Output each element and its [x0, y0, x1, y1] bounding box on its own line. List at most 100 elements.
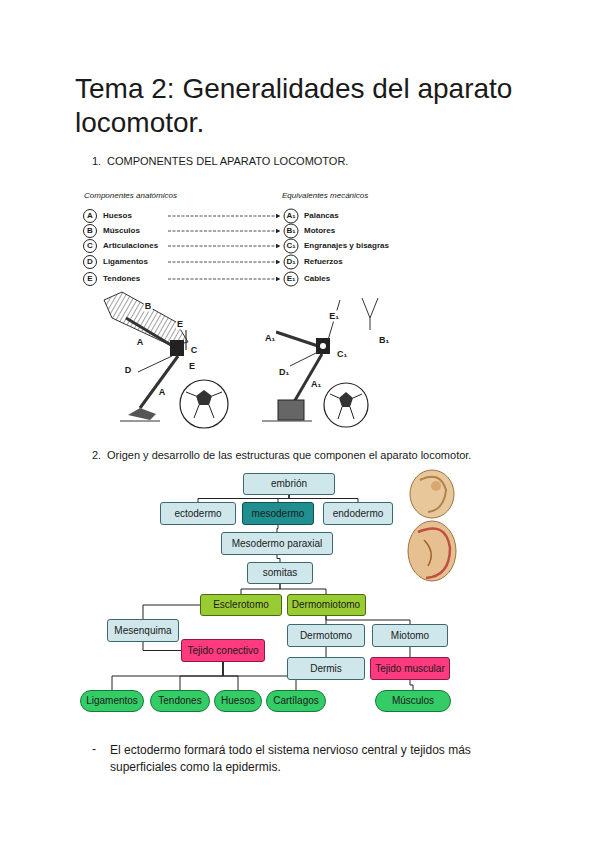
structure-pill: Cartílagos — [266, 690, 326, 712]
leg-figure — [104, 292, 228, 428]
node-label: Músculos — [392, 695, 434, 707]
structure-pill: Huesos — [214, 690, 262, 712]
circled-letter: E — [87, 274, 92, 284]
component-name: Cables — [304, 274, 330, 284]
germ-layer-box: endodermo — [323, 502, 393, 525]
node-label: Tejido muscular — [375, 663, 444, 675]
node-label: Dermotomo — [300, 630, 352, 642]
component-name: Articulaciones — [103, 241, 158, 251]
tree-connector — [180, 662, 223, 690]
circled-letter: A — [87, 211, 93, 221]
figure-letter: E — [188, 361, 196, 372]
process-box: Dermotomo — [287, 624, 365, 647]
figure-letter: A₁ — [310, 379, 322, 390]
column-header: Componentes anatómicos — [84, 191, 177, 201]
page-title: Tema 2: Generalidades del aparato locomo… — [75, 72, 575, 140]
component-name: Tendones — [103, 274, 140, 284]
node-label: Tendones — [158, 695, 201, 707]
germ-layer-box: mesodermo — [242, 502, 314, 525]
embryo-pictures — [408, 470, 456, 581]
circled-letter: E₁ — [287, 274, 296, 284]
tree-connector — [277, 555, 280, 562]
node-label: Miotomo — [391, 630, 429, 642]
section-heading: 2. — [92, 449, 101, 462]
process-box: Dermis — [287, 657, 365, 680]
process-box: Esclerotomo — [200, 594, 282, 616]
circled-letter: C₁ — [286, 241, 295, 251]
circled-letter: A₁ — [286, 211, 295, 221]
tree-connector — [289, 495, 358, 502]
tree-connector — [112, 662, 223, 690]
node-label: Dermis — [310, 663, 342, 675]
tree-connector — [280, 584, 326, 594]
figure-letter: A — [158, 387, 167, 398]
figure-letter: B — [144, 301, 153, 312]
tissue-box: Tejido muscular — [370, 657, 450, 680]
figure-letter: A₁ — [264, 333, 276, 344]
tree-connector — [241, 584, 280, 594]
node-label: Ligamentos — [86, 695, 138, 707]
component-name: Músculos — [103, 226, 140, 236]
process-box: Dermomiotomo — [287, 594, 366, 616]
figure-letter: E — [176, 319, 184, 330]
figure-letter: C — [190, 345, 199, 356]
node-label: Tejido conectivo — [187, 645, 258, 657]
node-label: endodermo — [333, 508, 384, 520]
figure-letter: B₁ — [378, 335, 390, 346]
component-name: Ligamentos — [103, 257, 148, 267]
node-label: Cartílagos — [273, 695, 319, 707]
tree-connector — [278, 495, 289, 502]
process-box: Miotomo — [372, 624, 448, 647]
tree-connector — [223, 662, 296, 690]
node-label: embrión — [271, 478, 307, 490]
node-label: Mesodermo paraxial — [232, 538, 323, 550]
component-name: Huesos — [103, 211, 132, 221]
body-text: - — [92, 742, 96, 756]
tree-connector — [143, 605, 200, 619]
circled-letter: C — [87, 241, 93, 251]
germ-layer-box: ectodermo — [160, 502, 236, 525]
figure-letter: A — [136, 337, 145, 348]
figure-letter: D₁ — [278, 367, 290, 378]
tree-connector — [277, 525, 278, 532]
figure-letter: E₁ — [328, 311, 340, 322]
process-box: Mesodermo paraxial — [221, 532, 333, 555]
component-name: Engranajes y bisagras — [304, 241, 389, 251]
structure-pill: Músculos — [375, 690, 451, 712]
tree-connector — [410, 647, 411, 657]
node-label: mesodermo — [252, 508, 305, 520]
mapping-arrows — [168, 216, 280, 279]
tree-connector — [198, 495, 289, 502]
circled-letter: B — [87, 226, 93, 236]
tree-connector — [326, 647, 327, 657]
figure-letter: D — [124, 365, 133, 376]
component-name: Motores — [304, 226, 335, 236]
tree-connector — [326, 616, 410, 624]
process-box: somitas — [247, 562, 313, 584]
node-label: Mesenquima — [114, 625, 171, 637]
tree-connector — [410, 680, 413, 690]
node-label: Huesos — [221, 695, 255, 707]
circled-letter: D₁ — [286, 257, 295, 267]
component-name: Palancas — [304, 211, 339, 221]
letter-circles — [84, 209, 299, 286]
structure-pill: Tendones — [150, 690, 210, 712]
node-label: Dermomiotomo — [292, 599, 360, 611]
section-heading: COMPONENTES DEL APARATO LOCOMOTOR. — [107, 155, 348, 168]
node-label: ectodermo — [174, 508, 221, 520]
tissue-box: Tejido conectivo — [181, 639, 265, 662]
section-heading: Origen y desarrollo de las estructuras q… — [107, 449, 471, 462]
figure-letter: C₁ — [336, 349, 348, 360]
mechanical-figure — [262, 298, 378, 427]
section-heading: 1. — [92, 155, 101, 168]
root-box: embrión — [243, 473, 335, 495]
circled-letter: B₁ — [286, 226, 295, 236]
tree-connector — [143, 642, 181, 651]
node-label: somitas — [263, 567, 297, 579]
body-text: El ectodermo formará todo el sistema ner… — [110, 742, 520, 776]
structure-pill: Ligamentos — [80, 690, 144, 712]
column-header: Equivalentes mecánicos — [282, 191, 368, 201]
circled-letter: D — [87, 257, 93, 267]
process-box: Mesenquima — [107, 619, 179, 642]
node-label: Esclerotomo — [213, 599, 269, 611]
